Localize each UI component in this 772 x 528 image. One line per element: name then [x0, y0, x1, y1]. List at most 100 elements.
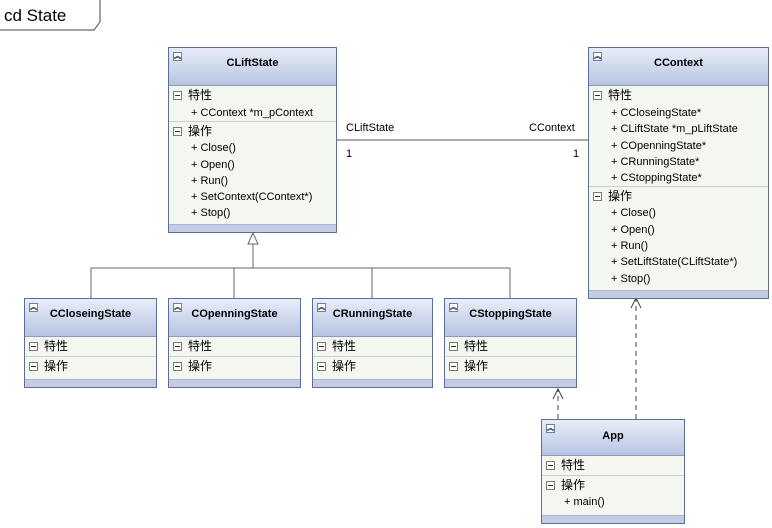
operation-item: + Open(): [191, 158, 235, 171]
class-name: COpenningState: [191, 308, 278, 320]
dependency-arrowhead-cstoppingstate: [552, 387, 564, 400]
operation-item: + Close(): [611, 207, 656, 220]
collapse-minus-icon[interactable]: [546, 481, 555, 490]
operation-item: + Close(): [191, 142, 236, 155]
class-footer: [169, 379, 300, 387]
class-footer: [589, 290, 768, 298]
class-footer: [169, 224, 336, 232]
operations-section-header[interactable]: 操作: [542, 475, 684, 494]
class-header: ︽ CLiftState: [169, 48, 336, 86]
operations-section-header[interactable]: 操作: [169, 356, 300, 375]
class-name: App: [602, 430, 624, 442]
attributes-section-header[interactable]: 特性: [589, 86, 768, 105]
collapse-minus-icon[interactable]: [546, 461, 555, 470]
class-cliftstate[interactable]: ︽ CLiftState 特性 + CContext *m_pContext 操…: [168, 47, 337, 233]
operation-item: + Stop(): [611, 272, 651, 285]
class-header: ︽ CStoppingState: [445, 299, 576, 337]
operation-item: + Open(): [611, 223, 655, 236]
association-right-role: CContext: [529, 122, 575, 134]
association-left-role: CLiftState: [346, 122, 395, 134]
collapse-minus-icon[interactable]: [173, 91, 182, 100]
operation-item: + Stop(): [191, 207, 231, 220]
collapse-minus-icon[interactable]: [317, 342, 326, 351]
collapse-minus-icon[interactable]: [29, 342, 38, 351]
section-label: 特性: [464, 339, 489, 353]
attribute-item: + CContext *m_pContext: [191, 107, 313, 119]
collapse-up-icon[interactable]: ︽: [317, 303, 326, 312]
section-label: 操作: [561, 478, 586, 492]
class-ccontext[interactable]: ︽ CContext 特性 + CCloseingState* + CLiftS…: [588, 47, 769, 299]
class-ccloseingstate[interactable]: ︽ CCloseingState 特性 操作: [24, 298, 157, 388]
section-label: 特性: [188, 339, 213, 353]
collapse-minus-icon[interactable]: [593, 91, 602, 100]
collapse-up-icon[interactable]: ︽: [593, 52, 602, 61]
class-header: ︽ CCloseingState: [25, 299, 156, 337]
operations-section-header[interactable]: 操作: [25, 356, 156, 375]
attributes-section-header[interactable]: 特性: [169, 337, 300, 356]
collapse-up-icon[interactable]: ︽: [29, 303, 38, 312]
section-label: 操作: [188, 359, 213, 373]
class-name: CRunningState: [332, 308, 413, 320]
collapse-minus-icon[interactable]: [317, 362, 326, 371]
class-cstoppingstate[interactable]: ︽ CStoppingState 特性 操作: [444, 298, 577, 388]
collapse-minus-icon[interactable]: [449, 362, 458, 371]
attribute-item: + CStoppingState*: [611, 172, 702, 185]
association-right-multiplicity: 1: [573, 148, 580, 160]
class-copenningstate[interactable]: ︽ COpenningState 特性 操作: [168, 298, 301, 388]
collapse-minus-icon[interactable]: [173, 342, 182, 351]
collapse-up-icon[interactable]: ︽: [449, 303, 458, 312]
operation-item: + SetLiftState(CLiftState*): [611, 256, 738, 269]
collapse-minus-icon[interactable]: [173, 127, 182, 137]
class-footer: [313, 379, 432, 387]
generalization-arrowhead: [247, 231, 259, 245]
attributes-section-header[interactable]: 特性: [25, 337, 156, 356]
attributes-section-header[interactable]: 特性: [445, 337, 576, 356]
section-label: 特性: [44, 339, 69, 353]
section-label: 操作: [464, 359, 489, 373]
operations-section-header[interactable]: 操作: [589, 186, 768, 205]
section-label: 操作: [188, 124, 213, 139]
section-label: 特性: [608, 88, 633, 102]
section-label: 操作: [44, 359, 69, 373]
class-name: CCloseingState: [49, 308, 132, 320]
collapse-up-icon[interactable]: ︽: [173, 52, 182, 61]
section-label: 特性: [188, 88, 213, 102]
class-app[interactable]: ︽ App 特性 操作 + main(): [541, 419, 685, 524]
operations-section-header[interactable]: 操作: [445, 356, 576, 375]
operations-section-header[interactable]: 操作: [169, 121, 336, 140]
class-name: CStoppingState: [469, 308, 552, 320]
attribute-item: + CRunningState*: [611, 155, 700, 168]
class-footer: [542, 515, 684, 523]
operation-item: + Run(): [611, 240, 648, 253]
attributes-section-header[interactable]: 特性: [169, 86, 336, 105]
collapse-minus-icon[interactable]: [29, 362, 38, 371]
section-label: 特性: [561, 458, 586, 472]
attribute-item: + COpenningState*: [611, 139, 707, 152]
operation-item: + Run(): [191, 174, 228, 187]
section-label: 操作: [608, 189, 633, 204]
collapse-minus-icon[interactable]: [593, 192, 602, 202]
class-header: ︽ CRunningState: [313, 299, 432, 337]
section-label: 操作: [332, 359, 357, 373]
class-name: CContext: [654, 57, 703, 69]
collapse-minus-icon[interactable]: [449, 342, 458, 351]
operations-section-header[interactable]: 操作: [313, 356, 432, 375]
association-left-multiplicity: 1: [346, 148, 353, 160]
class-footer: [445, 379, 576, 387]
class-header: ︽ CContext: [589, 48, 768, 86]
operation-item: + main(): [564, 496, 605, 508]
attributes-section-header[interactable]: 特性: [313, 337, 432, 356]
dependency-arrowhead-ccontext: [630, 296, 642, 309]
class-footer: [25, 379, 156, 387]
generalization-connector: [90, 244, 511, 298]
section-label: 特性: [332, 339, 357, 353]
class-crunningstate[interactable]: ︽ CRunningState 特性 操作: [312, 298, 433, 388]
collapse-up-icon[interactable]: ︽: [173, 303, 182, 312]
operation-item: + SetContext(CContext*): [191, 191, 313, 204]
class-header: ︽ App: [542, 420, 684, 456]
collapse-minus-icon[interactable]: [173, 362, 182, 371]
attributes-section-header[interactable]: 特性: [542, 456, 684, 475]
class-header: ︽ COpenningState: [169, 299, 300, 337]
class-name: CLiftState: [226, 57, 279, 69]
collapse-up-icon[interactable]: ︽: [546, 424, 555, 433]
